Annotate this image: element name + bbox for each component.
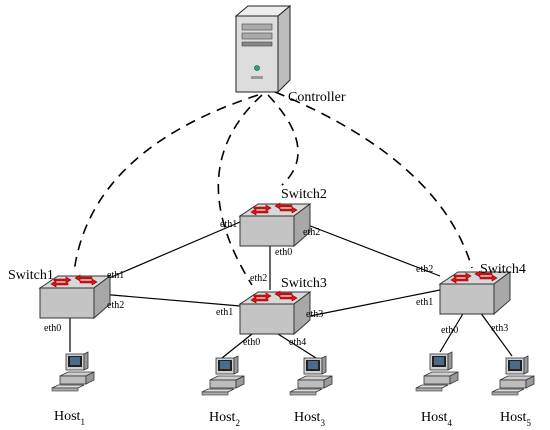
control-link-switch2 [267, 94, 299, 186]
link-s3-s4 [299, 289, 441, 319]
s1-port-label: eth1 [107, 270, 124, 281]
switch2-icon [239, 202, 311, 247]
link-s1-s3 [99, 293, 241, 307]
s1-port-label: eth2 [107, 300, 124, 311]
s2-port-label: eth2 [303, 227, 320, 238]
link-s4-h4 [439, 311, 465, 353]
switch3-icon [239, 290, 311, 335]
host4-label: Host4 [421, 410, 452, 428]
s4-port-label: eth0 [441, 325, 458, 336]
switch1-label: Switch1 [8, 268, 54, 283]
s3-port-label: eth4 [289, 337, 306, 348]
host5-label: Host5 [500, 410, 531, 428]
control-link-switch4 [274, 91, 473, 269]
link-s4-h5 [479, 311, 513, 357]
switch3-label: Switch3 [281, 276, 327, 291]
link-s3-h3 [277, 333, 317, 359]
s4-port-label: eth2 [416, 264, 433, 275]
host4-computer-icon [415, 351, 459, 392]
switch4-label: Switch4 [480, 262, 526, 277]
s3-port-label: eth1 [216, 307, 233, 318]
host3-computer-icon [289, 355, 333, 396]
controller-label: Controller [288, 90, 346, 105]
host5-computer-icon [491, 355, 535, 396]
link-s2-s4 [299, 221, 441, 277]
link-s3-h2 [221, 333, 253, 359]
host1-label: Host1 [54, 409, 85, 427]
control-link-switch1 [73, 94, 259, 273]
s2-port-label: eth1 [220, 219, 237, 230]
controller-server-icon [234, 4, 292, 94]
host2-computer-icon [201, 355, 245, 396]
s2-port-label: eth0 [275, 247, 292, 258]
host1-computer-icon [51, 351, 95, 392]
switch2-label: Switch2 [281, 187, 327, 202]
s3-port-label: eth3 [306, 309, 323, 320]
s4-port-label: eth1 [416, 297, 433, 308]
link-s1-s2 [99, 221, 241, 283]
s4-port-label: eth3 [491, 323, 508, 334]
control-link-switch3 [217, 94, 263, 286]
data-links [69, 221, 513, 359]
s1-port-label: eth0 [44, 323, 61, 334]
s3-port-label: eth0 [243, 337, 260, 348]
host2-label: Host2 [209, 410, 240, 428]
switch4-icon [439, 270, 511, 315]
host3-label: Host3 [294, 410, 325, 428]
control-links [73, 91, 473, 286]
s3-port-label: eth2 [250, 273, 267, 284]
